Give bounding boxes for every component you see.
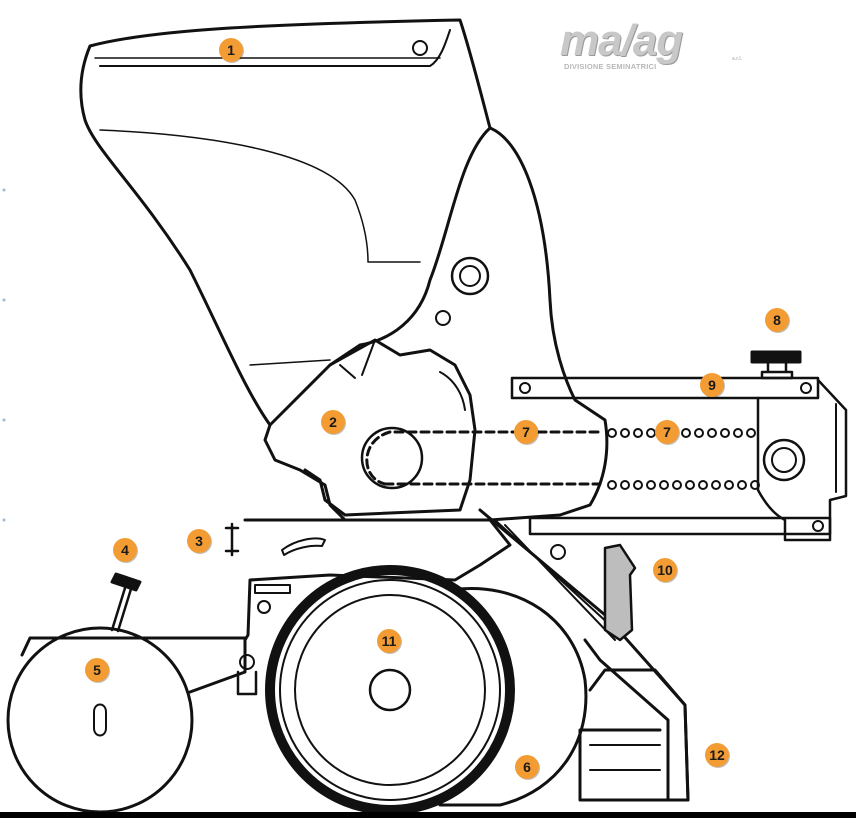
callout-2: 2 bbox=[321, 410, 345, 434]
side-plate-hole-large bbox=[450, 256, 490, 296]
tension-spring bbox=[224, 522, 240, 557]
logo-suffix: s.r.l. bbox=[732, 56, 743, 62]
callout-4: 4 bbox=[113, 538, 137, 562]
callout-8: 8 bbox=[765, 308, 789, 332]
upper-link-bar bbox=[510, 376, 820, 400]
bracket-pivot-outer bbox=[762, 438, 806, 482]
frame-bracket bbox=[756, 378, 848, 542]
main-wheel-hub bbox=[368, 668, 412, 712]
metering-housing bbox=[303, 338, 477, 517]
side-plate bbox=[263, 126, 609, 522]
callout-11: 11 bbox=[377, 629, 401, 653]
hopper-bottom-line bbox=[249, 359, 331, 366]
brand-logo: ma/ag DIVISIONE SEMINATRICI s.r.l. bbox=[560, 16, 743, 74]
front-arm bbox=[20, 636, 247, 694]
rear-shank bbox=[478, 508, 690, 802]
callout-6: 6 bbox=[515, 755, 539, 779]
drive-chain-links bbox=[607, 428, 760, 490]
callout-3: 3 bbox=[187, 529, 211, 553]
furrow-closer bbox=[603, 543, 637, 642]
seed-hopper bbox=[79, 18, 492, 427]
depth-lever bbox=[110, 586, 133, 633]
drive-sprocket-left bbox=[360, 426, 424, 490]
coulter-shoe bbox=[578, 668, 690, 802]
hopper-pivot bbox=[412, 40, 428, 56]
callout-9: 9 bbox=[700, 373, 724, 397]
callout-7-right: 7 bbox=[655, 420, 679, 444]
side-plate-hole-small bbox=[435, 310, 451, 326]
callout-5: 5 bbox=[85, 658, 109, 682]
callout-7-left: 7 bbox=[514, 420, 538, 444]
callout-10: 10 bbox=[653, 558, 677, 582]
logo-subtitle: DIVISIONE SEMINATRICI bbox=[564, 62, 657, 71]
front-depth-wheel bbox=[6, 626, 194, 814]
hopper-rim bbox=[99, 29, 451, 67]
adjuster-knob bbox=[750, 350, 802, 364]
main-wheel-tyre bbox=[265, 565, 515, 815]
rear-press-wheel bbox=[438, 587, 588, 807]
drive-chain-dashed bbox=[365, 430, 602, 486]
front-wheel-slot bbox=[93, 703, 107, 737]
hopper-side-line bbox=[99, 129, 421, 263]
chassis-box bbox=[243, 518, 512, 642]
logo-wordmark: ma/ag bbox=[560, 16, 683, 65]
callout-1: 1 bbox=[219, 38, 243, 62]
callout-12: 12 bbox=[705, 743, 729, 767]
